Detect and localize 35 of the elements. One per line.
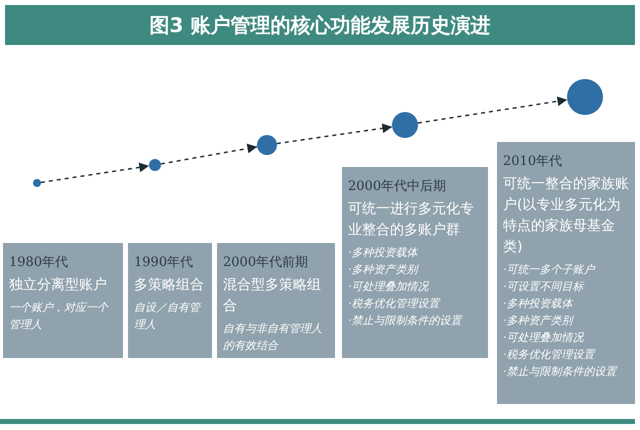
feature-text: ·税务优化管理设置 [503, 347, 596, 363]
era-label: 2000年代中后期 [348, 178, 448, 195]
dashed-arrow [418, 96, 568, 124]
feature-text: ·多种投资载体 [348, 245, 420, 261]
feature-text: ·税务优化管理设置 [348, 296, 442, 312]
feature-text: 一个账户，对应一个管理人 [9, 300, 110, 333]
feature-text: ·禁止与限制条件的设置 [348, 313, 464, 329]
dashed-arrow [160, 144, 258, 165]
era-label: 1990年代 [134, 254, 194, 271]
feature-text: ·可处理叠加情况 [348, 279, 430, 295]
dashed-arrow [276, 123, 392, 144]
title-banner: 图3 账户管理的核心功能发展历史演进 [5, 5, 635, 45]
feature-text: ·可设置不同目标 [503, 279, 586, 295]
era-card [342, 167, 488, 358]
feature-text: ·多种资产类别 [503, 313, 575, 329]
feature-text: 自设／自有管理人 [134, 300, 202, 333]
feature-text: ·可处理叠加情况 [503, 330, 585, 346]
era-card [497, 142, 635, 404]
feature-text: ·可统一多个子账户 [503, 262, 596, 278]
era-heading: 独立分离型账户 [9, 276, 108, 295]
feature-text: ·禁止与限制条件的设置 [503, 364, 618, 380]
era-heading: 混合型多策略组合 [223, 276, 322, 316]
era-label: 1980年代 [9, 254, 70, 271]
era-heading: 可统一进行多元化专业整合的多账户群 [348, 200, 475, 240]
feature-text: 自有与非自有管理人的有效结合 [223, 321, 323, 354]
era-card [128, 243, 212, 358]
feature-text: ·多种投资载体 [503, 296, 574, 312]
feature-text: ·多种资产类别 [348, 262, 420, 278]
era-card [217, 243, 335, 358]
era-label: 2000年代前期 [223, 254, 310, 271]
era-heading: 多策略组合 [134, 276, 205, 295]
dashed-arrow [40, 162, 150, 184]
era-card [3, 243, 123, 358]
era-heading: 可统一整合的家族账户(以专业多元化为特点的家族母基金类) [503, 175, 629, 257]
era-label: 2010年代 [503, 153, 564, 170]
